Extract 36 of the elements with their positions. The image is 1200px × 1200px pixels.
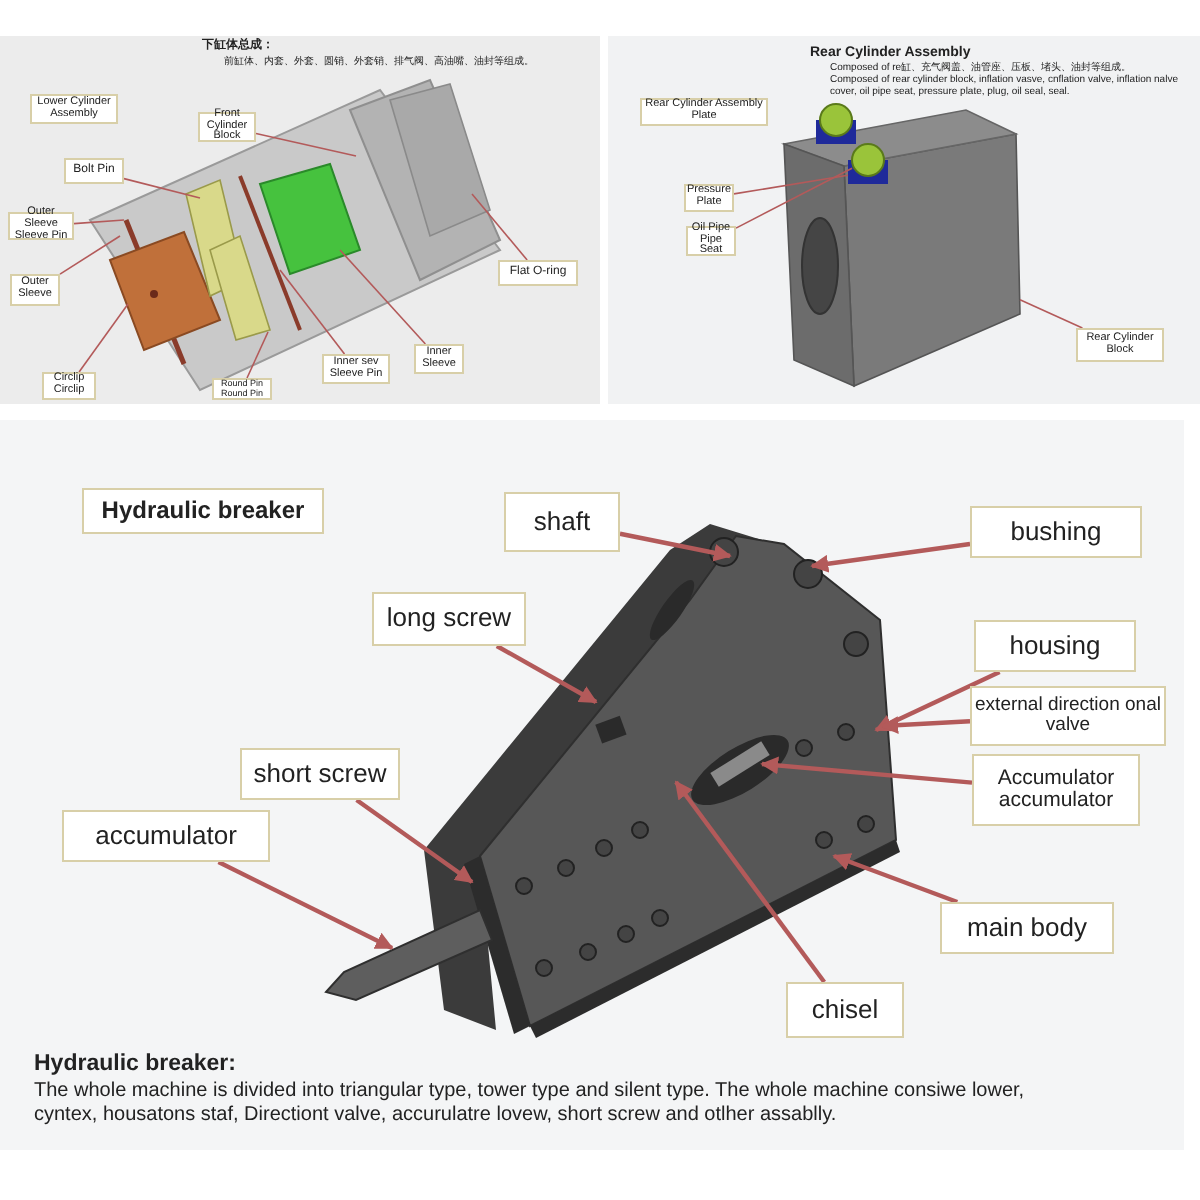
arrow	[874, 670, 1001, 732]
label-box: long screw	[372, 592, 526, 646]
leader-line	[733, 174, 849, 195]
label-box: Hydraulic breaker	[82, 488, 324, 534]
label-box: chisel	[786, 982, 904, 1038]
block-face	[843, 133, 1021, 388]
label-box: accumulator	[62, 810, 270, 862]
arrow	[217, 860, 394, 950]
leader-line	[471, 193, 528, 261]
label-box: short screw	[240, 748, 400, 800]
description-text: The whole machine is divided into triangular type, tower type and silent type. The whole machine consiwe lower, cyntex, housatons staf, Directiont valve, accurulatre lovew, short screw and otlher assablly.	[34, 1080, 1027, 1126]
leader-line	[735, 167, 853, 229]
arrow	[832, 853, 959, 905]
leader-line	[246, 331, 269, 379]
arrow	[495, 644, 598, 704]
leader-line	[73, 219, 125, 225]
label-box: housing	[974, 620, 1136, 672]
arrow	[619, 531, 732, 562]
label-box: external direction onal valve	[970, 686, 1166, 746]
label-box: bushing	[970, 506, 1142, 558]
leader-line	[255, 132, 357, 157]
leader-line	[59, 235, 121, 275]
label-box: Accumulator accumulator	[972, 754, 1140, 826]
arrow	[810, 541, 971, 573]
leader-line	[279, 269, 346, 355]
label-box: shaft	[504, 492, 620, 552]
heading: Hydraulic breaker:	[34, 1052, 238, 1079]
leader-line	[123, 177, 201, 199]
arrow	[355, 798, 474, 884]
leader-line	[1019, 299, 1084, 329]
leader-line	[78, 303, 129, 373]
arrow	[760, 756, 973, 785]
leader-line	[339, 249, 427, 345]
pipe-seat	[851, 143, 885, 177]
arrow	[674, 780, 826, 984]
label-box: main body	[940, 902, 1114, 954]
